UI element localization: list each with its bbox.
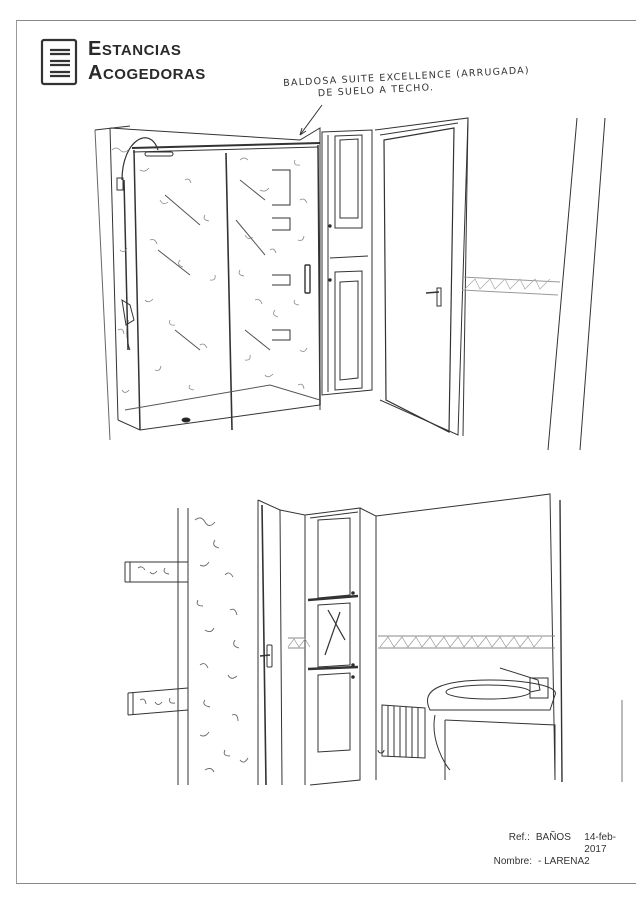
reference-block: Ref.: BAÑOS 14-feb-2017 Nombre: - LARENA… bbox=[480, 832, 636, 868]
washbasin-drawing bbox=[124, 493, 623, 786]
page-frame bbox=[16, 20, 636, 884]
logo-initial-a: A bbox=[88, 62, 103, 84]
ref-label: Ref.: bbox=[508, 832, 530, 843]
company-name: ESTANCIAS ACOGEDORAS bbox=[88, 38, 206, 86]
logo-word-estancias: STANCIAS bbox=[101, 42, 182, 59]
logo-mark-icon bbox=[40, 38, 78, 86]
name-value: - LARENA2 bbox=[538, 856, 590, 867]
ref-date: 14-feb-2017 bbox=[584, 832, 616, 855]
logo-word-acogedoras: COGEDORAS bbox=[102, 66, 206, 83]
name-label: Nombre: bbox=[493, 856, 532, 867]
ref-row: Ref.: BAÑOS 14-feb-2017 bbox=[480, 832, 636, 856]
name-row: Nombre: - LARENA2 bbox=[480, 856, 636, 868]
logo-initial-e: E bbox=[88, 38, 102, 60]
ref-value: BAÑOS bbox=[535, 832, 571, 843]
company-logo: ESTANCIAS ACOGEDORAS bbox=[40, 38, 206, 86]
shower-drawing bbox=[94, 104, 606, 451]
